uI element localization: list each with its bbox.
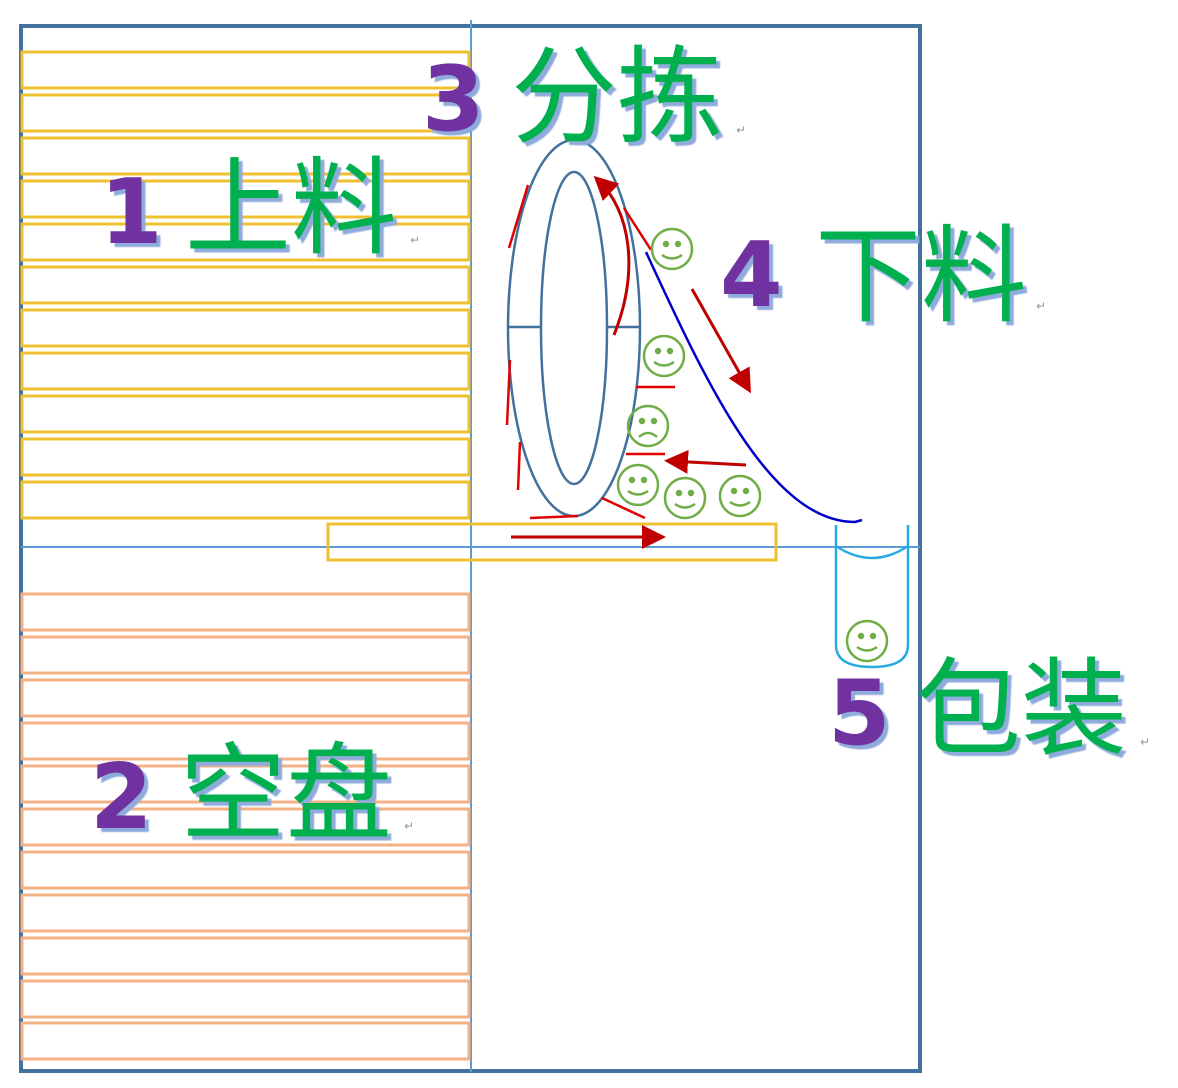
empty-tray [20, 850, 471, 890]
good-part-smiley-icon [650, 227, 694, 271]
arrow-wheel-up [593, 175, 631, 336]
empty-tray [20, 721, 471, 761]
station-name: 包装 [915, 648, 1127, 771]
rejected-part-frown-icon [626, 404, 670, 448]
empty-tray [20, 893, 471, 933]
station-number: 1 [100, 160, 163, 265]
feed-tray [20, 308, 471, 348]
feed-tray [20, 222, 471, 262]
station-name: 上料 [185, 147, 397, 270]
empty-tray [20, 1021, 471, 1061]
station-name: 分拣 [511, 36, 723, 159]
good-part-smiley-icon [718, 474, 762, 518]
empty-tray [20, 807, 471, 847]
arrow-reject-return [664, 449, 747, 474]
flow-arrows [511, 175, 751, 549]
station-name: 下料 [815, 215, 1027, 338]
station-name: 空盘 [180, 733, 392, 856]
discharge-chute [644, 251, 863, 524]
station-2-label: 2 空盘 ↵ [90, 733, 414, 856]
feed-tray-stack [20, 50, 778, 562]
station-number: 4 [720, 223, 783, 328]
arrow-down-chute [690, 288, 751, 394]
feed-tray [20, 265, 471, 305]
feed-tray [20, 50, 471, 90]
empty-tray [20, 936, 471, 976]
station-5-label: 5 包装 ↵ [828, 648, 1150, 771]
packaging-cup [834, 525, 910, 669]
station-number: 2 [90, 745, 153, 850]
paragraph-mark: ↵ [410, 233, 420, 247]
conveyor-tray [326, 522, 778, 562]
good-part-smiley-icon [616, 463, 660, 507]
sorter-wheel [506, 138, 642, 518]
guide-lines [505, 184, 675, 520]
paragraph-mark: ↵ [1036, 299, 1046, 313]
station-1-label: 1 上料 ↵ [100, 147, 420, 270]
good-part-smiley-icon [642, 334, 686, 378]
paragraph-mark: ↵ [404, 819, 414, 833]
packaged-part-smiley-icon [845, 619, 889, 663]
empty-tray [20, 678, 471, 718]
feed-tray [20, 93, 471, 133]
empty-tray [20, 635, 471, 675]
feed-tray [20, 136, 471, 176]
station-number: 3 [422, 47, 485, 152]
feed-tray [20, 394, 471, 434]
paragraph-mark: ↵ [1140, 735, 1150, 749]
station-4-label: 4 下料 ↵ [720, 215, 1046, 338]
empty-tray [20, 592, 471, 632]
empty-tray [20, 764, 471, 804]
station-number: 5 [828, 661, 891, 766]
good-part-smiley-icon [663, 476, 707, 520]
empty-tray-stack [20, 592, 471, 1061]
feed-tray [20, 179, 471, 219]
empty-tray [20, 979, 471, 1019]
feed-tray [20, 351, 471, 391]
feed-tray [20, 480, 471, 520]
paragraph-mark: ↵ [736, 123, 746, 137]
feed-tray [20, 437, 471, 477]
station-3-label: 3 分拣 ↵ [422, 36, 746, 159]
